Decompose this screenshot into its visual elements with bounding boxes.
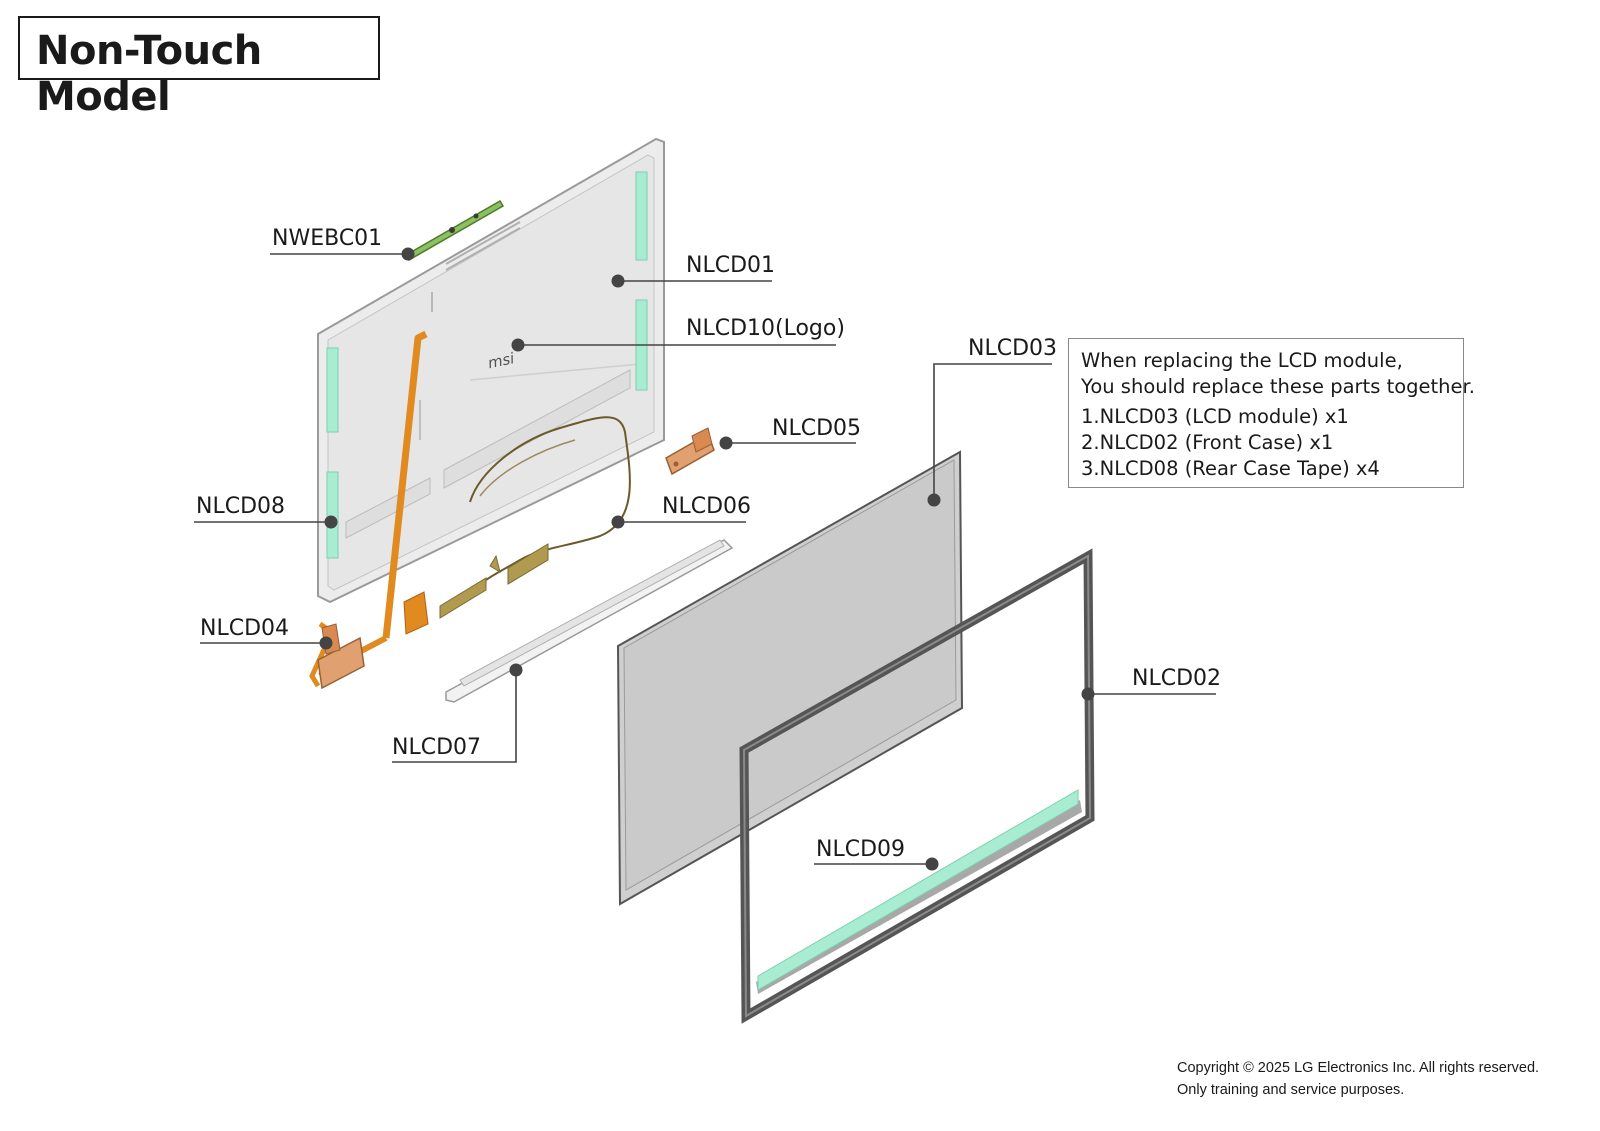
- label-nlcd02: NLCD02: [1132, 666, 1222, 691]
- note-item-1: 1.NLCD03 (LCD module) x1: [1081, 405, 1349, 428]
- leader-nlcd03: [933, 363, 1052, 500]
- callout-dot-nlcd04: [319, 636, 333, 650]
- callout-dot-nlcd06: [611, 515, 625, 529]
- left-hinge: [317, 623, 365, 690]
- callout-dot-nlcd02: [1081, 687, 1095, 701]
- label-nlcd08: NLCD08: [196, 494, 286, 519]
- leader-nlcd07: [392, 670, 517, 763]
- title-box: Non-Touch Model: [18, 16, 380, 120]
- label-nlcd09: NLCD09: [816, 837, 906, 862]
- bezel-tape: [757, 789, 1079, 991]
- right-hinge: [665, 427, 715, 476]
- antenna-cable: [469, 416, 631, 597]
- label-nlcd10: NLCD10(Logo): [686, 316, 845, 341]
- label-nlcd01: NLCD01: [686, 253, 776, 278]
- label-nwebc01: NWEBC01: [272, 226, 383, 251]
- logo-mark: msi: [486, 349, 517, 372]
- callout-dot-nlcd08: [324, 515, 338, 529]
- hinge-cover: [445, 539, 734, 703]
- lcd-panel: [616, 450, 964, 906]
- label-nlcd03: NLCD03: [968, 336, 1058, 361]
- note-line-1: When replacing the LCD module,: [1081, 349, 1403, 372]
- callout-dot-nlcd01: [611, 274, 625, 288]
- copyright-line-1: Copyright © 2025 LG Electronics Inc. All…: [1177, 1060, 1540, 1076]
- page-title: Non-Touch Model: [36, 28, 262, 120]
- note-line-2: You should replace these parts together.: [1081, 375, 1475, 398]
- label-nlcd04: NLCD04: [200, 616, 290, 641]
- callout-dot-nlcd05: [719, 436, 733, 450]
- callout-dot-nwebc01: [401, 247, 415, 261]
- label-nlcd05: NLCD05: [772, 416, 862, 441]
- callout-dot-nlcd09: [925, 857, 939, 871]
- label-nlcd07: NLCD07: [392, 735, 482, 760]
- callout-dot-nlcd07: [509, 663, 523, 677]
- callout-dot-nlcd10: [511, 338, 525, 352]
- replacement-note: When replacing the LCD module, You shoul…: [1068, 338, 1475, 488]
- copyright-line-2: Only training and service purposes.: [1177, 1082, 1405, 1098]
- note-item-3: 3.NLCD08 (Rear Case Tape) x4: [1081, 457, 1380, 480]
- label-nlcd06: NLCD06: [662, 494, 752, 519]
- callout-dot-nlcd03: [927, 493, 941, 507]
- note-item-2: 2.NLCD02 (Front Case) x1: [1081, 431, 1334, 454]
